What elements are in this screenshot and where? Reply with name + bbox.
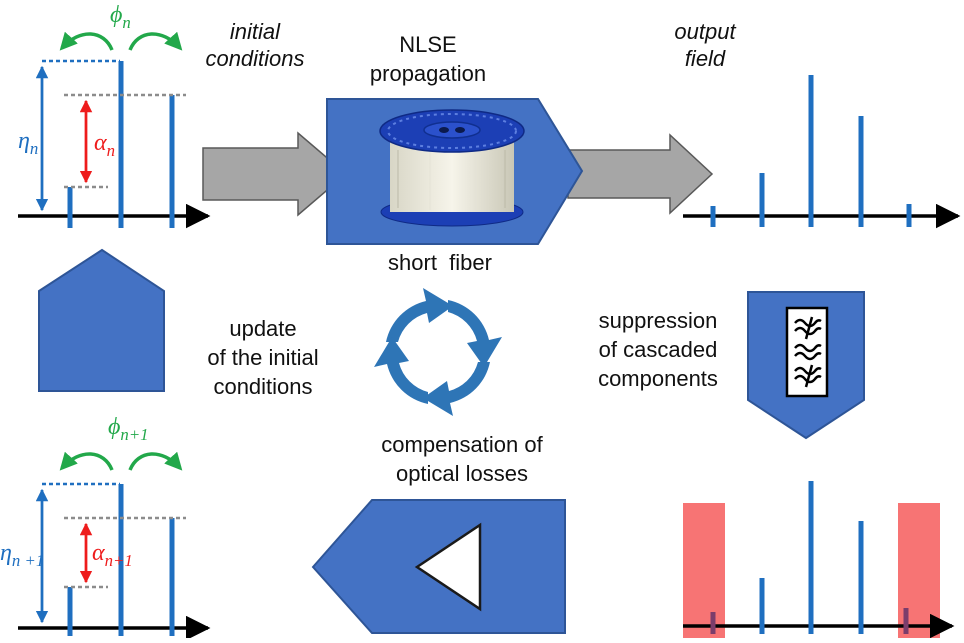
short-fiber-label: short fiber <box>388 250 492 275</box>
fiber-spool-icon <box>379 109 525 227</box>
alpha-n-symbol: αn <box>94 130 115 160</box>
phase-arrow <box>59 31 114 51</box>
updated-conditions-plot <box>18 451 211 641</box>
suppression-label: suppression of cascaded components <box>598 308 718 391</box>
eta-n1-symbol: ηn +1 <box>0 540 45 570</box>
phase-arrow <box>128 451 183 471</box>
filtered-output-plot <box>683 481 955 639</box>
triangle-amplifier-icon <box>414 522 482 612</box>
compensation-label: compensation of optical losses <box>381 432 543 486</box>
phi-n-symbol: ϕn <box>110 2 131 32</box>
output-arrow <box>567 133 714 215</box>
phase-arrow <box>128 31 183 51</box>
alpha-n1-symbol: αn+1 <box>92 540 133 570</box>
initial-conditions-plot <box>18 31 211 229</box>
input-arrow <box>202 131 348 217</box>
cycle-arrows-icon <box>374 288 502 416</box>
suppression-band <box>683 503 725 638</box>
phase-arrow <box>59 451 114 471</box>
filter-icon <box>785 306 829 398</box>
nlse-propagation-label: NLSE propagation <box>369 32 487 86</box>
eta-n-symbol: ηn <box>18 128 39 158</box>
update-label: update of the initial conditions <box>207 316 319 399</box>
update-block <box>38 248 165 392</box>
phi-n1-symbol: ϕn+1 <box>108 414 149 444</box>
output-field-label: output field <box>674 19 736 71</box>
initial-conditions-label: initial conditions <box>205 19 305 71</box>
output-field-plot <box>683 75 961 229</box>
